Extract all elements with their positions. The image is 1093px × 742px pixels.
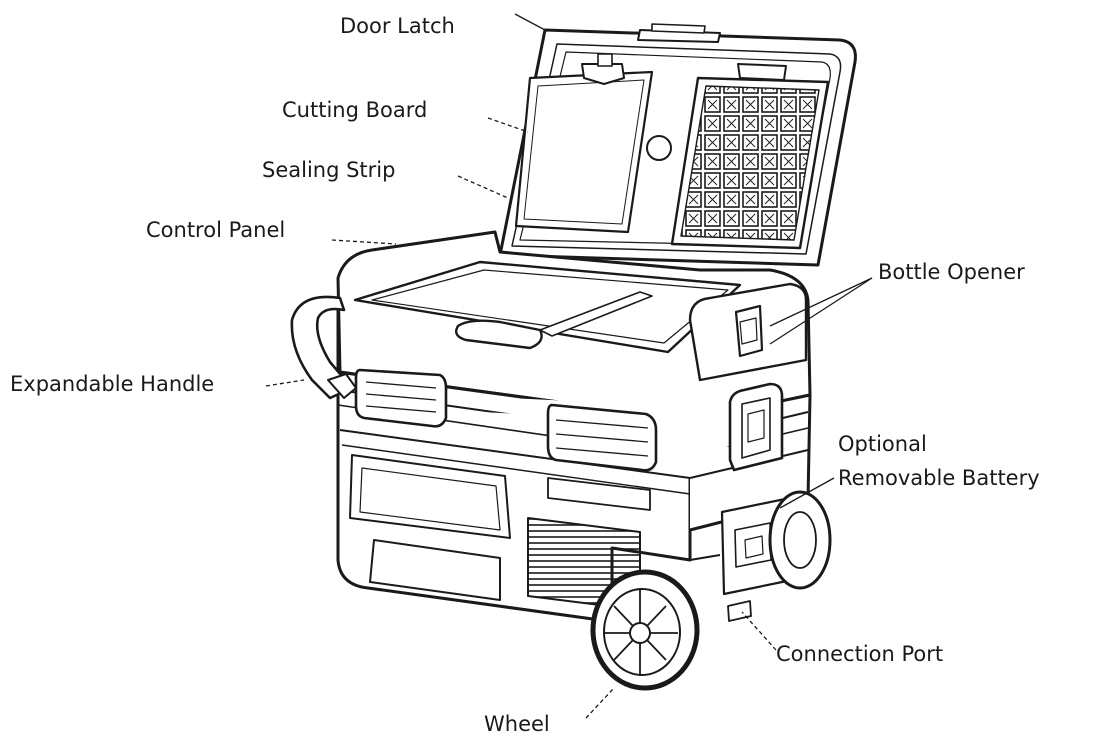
label-wheel: Wheel bbox=[484, 712, 550, 736]
label-battery-line2: Removable Battery bbox=[838, 466, 1040, 490]
leader-wheel bbox=[585, 687, 615, 719]
leader-expandable-handle bbox=[265, 379, 305, 387]
label-bottle-opener: Bottle Opener bbox=[878, 260, 1025, 284]
label-door-latch: Door Latch bbox=[340, 14, 455, 38]
expandable-handle bbox=[290, 295, 357, 400]
cutting-board bbox=[514, 53, 672, 234]
label-control-panel: Control Panel bbox=[146, 218, 286, 242]
leader-connection-port bbox=[741, 611, 777, 651]
wheel-rear bbox=[768, 490, 832, 590]
leader-bottle-opener bbox=[769, 277, 873, 327]
leader-battery bbox=[779, 477, 835, 509]
front-handles bbox=[354, 368, 784, 472]
wheel-front bbox=[590, 569, 700, 691]
leader-door-latch bbox=[514, 13, 546, 31]
label-connection-port: Connection Port bbox=[776, 642, 944, 666]
lid-grid-panel bbox=[670, 63, 830, 250]
leader-lines bbox=[265, 13, 873, 719]
label-cutting-board: Cutting Board bbox=[282, 98, 428, 122]
leader-control-panel bbox=[331, 239, 397, 245]
leader-sealing-strip bbox=[457, 175, 509, 199]
label-expandable-handle: Expandable Handle bbox=[10, 372, 215, 396]
label-optional-line1: Optional bbox=[838, 432, 927, 456]
bottle-opener bbox=[688, 282, 808, 382]
label-sealing-strip: Sealing Strip bbox=[262, 158, 396, 182]
leader-cutting-board bbox=[487, 117, 529, 133]
leader-bottle-opener-2 bbox=[769, 277, 873, 345]
